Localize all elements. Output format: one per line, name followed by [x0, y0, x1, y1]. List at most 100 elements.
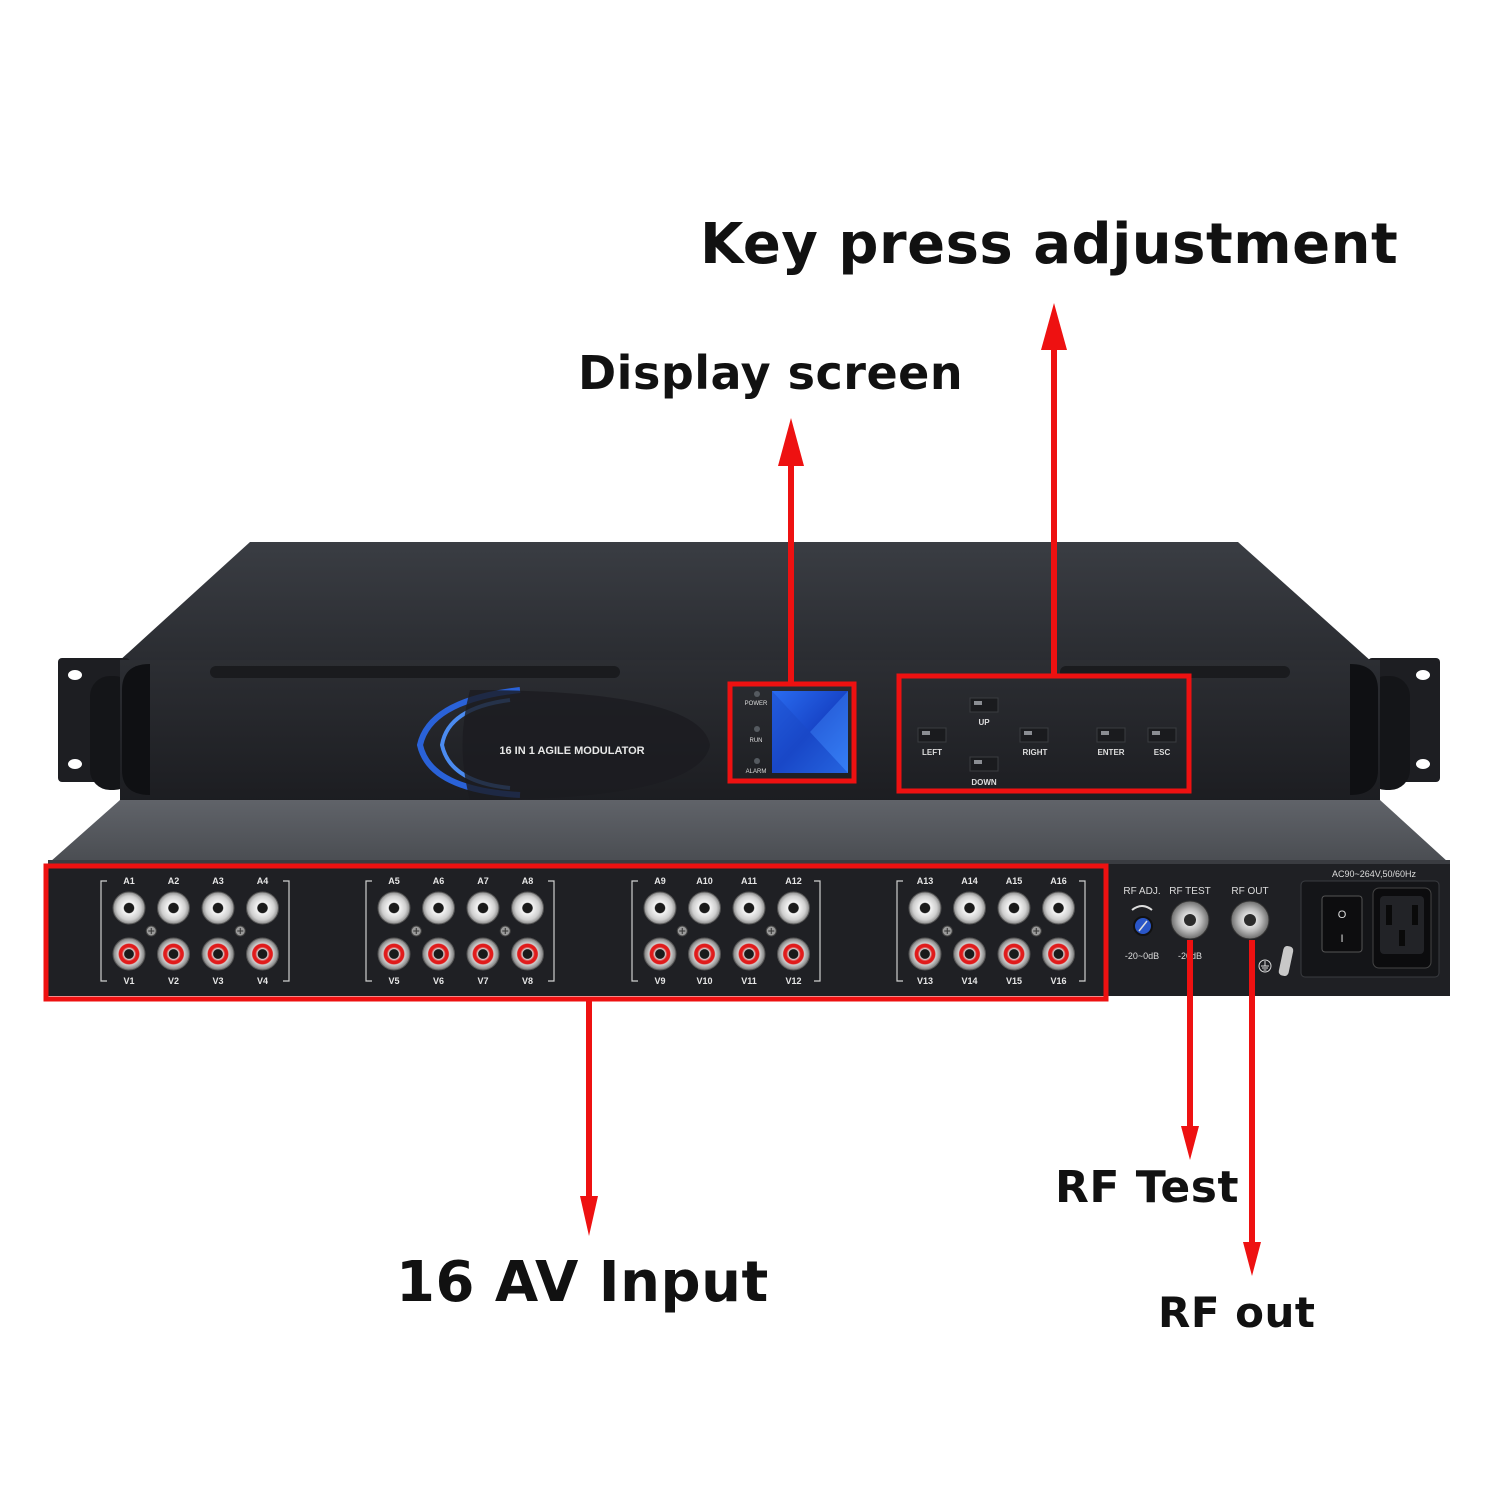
- video-rca-jack[interactable]: [908, 937, 942, 971]
- audio-input-label: A13: [917, 876, 934, 886]
- video-rca-jack[interactable]: [688, 937, 721, 971]
- rear-panel: [48, 860, 1450, 996]
- video-rca-jack[interactable]: [377, 937, 411, 971]
- led-run-label: RUN: [750, 738, 763, 744]
- audio-rca-jack[interactable]: [688, 891, 721, 925]
- rf-adj-label: RF ADJ.: [1123, 886, 1160, 897]
- video-input-label: V15: [1006, 976, 1022, 986]
- audio-rca-jack[interactable]: [908, 891, 942, 925]
- ground-icon: [1258, 959, 1272, 973]
- video-input-label: V4: [257, 976, 268, 986]
- video-input-label: V2: [168, 976, 179, 986]
- audio-rca-jack[interactable]: [201, 891, 235, 925]
- video-input-label: V5: [388, 976, 399, 986]
- audio-rca-jack[interactable]: [377, 891, 411, 925]
- video-rca-jack[interactable]: [112, 937, 146, 971]
- model-label: 16 IN 1 AGILE MODULATOR: [499, 745, 644, 757]
- video-rca-jack[interactable]: [246, 937, 279, 971]
- audio-rca-jack[interactable]: [466, 891, 500, 925]
- video-input-label: V13: [917, 976, 933, 986]
- video-input-label: V6: [433, 976, 444, 986]
- video-rca-jack[interactable]: [1042, 937, 1075, 971]
- audio-input-label: A15: [1006, 876, 1023, 886]
- led-alarm-label: ALARM: [746, 769, 767, 775]
- rear-unit-top-cover: [50, 800, 1448, 862]
- audio-input-label: A12: [785, 876, 802, 886]
- highlight-boxes: [43, 673, 1192, 1002]
- callout-rf-test: RF Test: [1055, 1162, 1239, 1213]
- video-rca-jack[interactable]: [201, 937, 235, 971]
- key-esc-label: ESC: [1154, 748, 1171, 757]
- video-rca-jack[interactable]: [511, 937, 544, 971]
- audio-rca-jack[interactable]: [777, 891, 810, 925]
- video-rca-jack[interactable]: [466, 937, 500, 971]
- callout-rf-out: RF out: [1158, 1288, 1316, 1337]
- handle-left: [122, 664, 150, 795]
- key-up-label: UP: [978, 718, 990, 727]
- video-input-label: V11: [741, 976, 757, 986]
- key-left-label: LEFT: [922, 748, 942, 757]
- video-input-label: V16: [1050, 976, 1066, 986]
- front-vent-left: [210, 666, 620, 678]
- front-unit-top-cover: [118, 542, 1372, 662]
- audio-input-label: A6: [433, 876, 445, 886]
- video-rca-jack[interactable]: [732, 937, 766, 971]
- power-section: AC90~264V,50/60Hz O I: [1300, 869, 1440, 978]
- video-input-label: V8: [522, 976, 533, 986]
- audio-input-label: A11: [741, 876, 757, 886]
- video-input-label: V3: [212, 976, 223, 986]
- video-rca-jack[interactable]: [643, 937, 677, 971]
- audio-input-label: A2: [168, 876, 180, 886]
- audio-input-label: A14: [961, 876, 978, 886]
- audio-rca-jack[interactable]: [157, 891, 190, 925]
- video-input-label: V10: [696, 976, 712, 986]
- video-rca-jack[interactable]: [777, 937, 810, 971]
- audio-rca-jack[interactable]: [511, 891, 544, 925]
- status-leds: POWER RUN ALARM: [745, 691, 768, 775]
- power-switch[interactable]: [1321, 895, 1363, 953]
- audio-input-label: A5: [388, 876, 400, 886]
- audio-rca-jack[interactable]: [953, 891, 986, 925]
- highlight-av-inputs: [43, 863, 1109, 1002]
- audio-input-label: A10: [696, 876, 713, 886]
- audio-input-label: A3: [212, 876, 224, 886]
- video-input-label: V9: [654, 976, 665, 986]
- audio-input-label: A7: [477, 876, 489, 886]
- audio-rca-jack[interactable]: [422, 891, 455, 925]
- video-rca-jack[interactable]: [997, 937, 1031, 971]
- video-input-label: V1: [123, 976, 134, 986]
- key-right-label: RIGHT: [1023, 748, 1048, 757]
- highlight-keys: [896, 673, 1192, 794]
- audio-input-label: A8: [522, 876, 534, 886]
- video-rca-jack[interactable]: [953, 937, 986, 971]
- key-enter-label: ENTER: [1097, 748, 1124, 757]
- audio-rca-jack[interactable]: [246, 891, 279, 925]
- switch-on-label: I: [1340, 933, 1343, 945]
- audio-rca-jack[interactable]: [1042, 891, 1075, 925]
- audio-rca-jack[interactable]: [732, 891, 766, 925]
- audio-input-label: A9: [654, 876, 666, 886]
- led-power-label: POWER: [745, 701, 768, 707]
- rf-adj-range-label: -20~0dB: [1125, 951, 1159, 961]
- logo-swoosh: [416, 687, 710, 800]
- audio-rca-jack[interactable]: [112, 891, 146, 925]
- audio-rca-jack[interactable]: [997, 891, 1031, 925]
- audio-input-label: A4: [257, 876, 269, 886]
- lcd-screen: [772, 691, 848, 773]
- audio-input-label: A16: [1050, 876, 1067, 886]
- ground-screw: [1278, 946, 1294, 976]
- callout-arrows: [580, 303, 1261, 1276]
- rf-test-label: RF TEST: [1169, 886, 1210, 897]
- video-rca-jack[interactable]: [422, 937, 455, 971]
- video-rca-jack[interactable]: [157, 937, 190, 971]
- handle-right: [1350, 664, 1378, 795]
- video-input-label: V7: [477, 976, 488, 986]
- rf-out-label: RF OUT: [1231, 886, 1268, 897]
- switch-off-label: O: [1338, 909, 1347, 921]
- audio-rca-jack[interactable]: [643, 891, 677, 925]
- power-spec-label: AC90~264V,50/60Hz: [1332, 869, 1416, 879]
